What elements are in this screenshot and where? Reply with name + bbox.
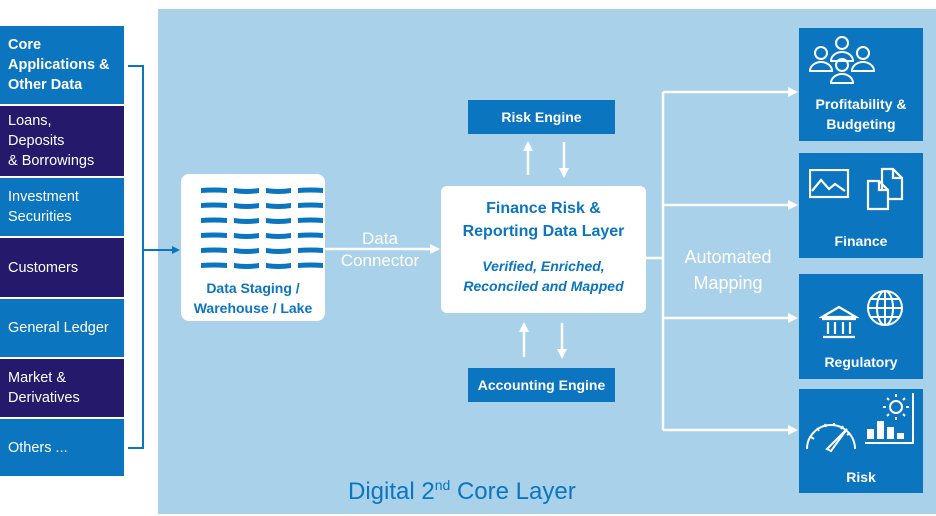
- source-label: Customers: [8, 259, 79, 276]
- core-layer-subtitle: Verified, Enriched, Reconciled and Mappe…: [463, 258, 624, 294]
- source-loans-deposits: Loans, Deposits & Borrowings: [0, 106, 124, 176]
- wave-strip: [201, 187, 227, 193]
- wave-strip: [298, 187, 323, 193]
- output-finance: Finance: [799, 153, 923, 258]
- source-bracket-bottom: [128, 447, 144, 449]
- risk-engine-box: Risk Engine: [468, 100, 615, 134]
- wave-strip: [298, 247, 323, 253]
- output-risk: Risk: [799, 389, 923, 493]
- people-group-icon: [808, 36, 876, 84]
- wave-strip: [201, 232, 227, 238]
- source-general-ledger: General Ledger: [0, 299, 124, 357]
- wave-strip: [298, 202, 323, 208]
- source-customers: Customers: [0, 238, 124, 297]
- wave-strip: [266, 188, 291, 194]
- wave-strip: [234, 263, 259, 269]
- source-bracket-top: [128, 65, 144, 67]
- bank-building-icon: [819, 305, 859, 339]
- risk-engine-label: Risk Engine: [501, 109, 582, 125]
- wave-strip: [201, 262, 227, 268]
- output-label: Finance: [834, 233, 888, 249]
- speedometer-icon: [806, 423, 856, 453]
- automated-mapping-label: Automated Mapping: [684, 247, 772, 293]
- wave-strip: [201, 217, 227, 223]
- wave-strip: [298, 217, 323, 223]
- wave-strip: [266, 203, 291, 209]
- output-profitability-budgeting: Profitability & Budgeting: [799, 28, 923, 141]
- source-others: Others ...: [0, 419, 124, 476]
- digital-core-layer-title: Digital 2nd Core Layer: [348, 470, 576, 507]
- wave-strip: [201, 247, 227, 253]
- wave-strip: [266, 218, 291, 224]
- wave-strip: [234, 218, 259, 224]
- wave-strip: [234, 248, 259, 254]
- source-label: Market & Derivatives: [8, 370, 80, 406]
- globe-icon: [867, 290, 903, 326]
- source-label: Loans, Deposits & Borrowings: [8, 113, 95, 169]
- title-suffix: Core Layer: [450, 478, 576, 505]
- output-regulatory: Regulatory: [799, 274, 923, 379]
- wave-strip: [266, 263, 291, 269]
- source-market-derivatives: Market & Derivatives: [0, 359, 124, 417]
- documents-icon: [866, 167, 904, 211]
- wave-strip: [234, 233, 259, 239]
- source-investment-securities: Investment Securities: [0, 178, 124, 236]
- line-chart-icon: [809, 169, 850, 199]
- source-core-applications: Core Applications & Other Data: [0, 26, 124, 104]
- accounting-engine-label: Accounting Engine: [477, 377, 606, 393]
- title-superscript: nd: [434, 477, 451, 493]
- output-label: Profitability & Budgeting: [815, 96, 907, 132]
- finance-risk-reporting-layer: Finance Risk & Reporting Data Layer Veri…: [441, 186, 646, 313]
- title-prefix: Digital 2: [348, 478, 435, 505]
- wave-strip: [298, 262, 323, 268]
- bar-chart-virus-icon: [865, 393, 914, 444]
- data-lake-waves-icon: [201, 187, 323, 269]
- wave-strip: [266, 248, 291, 254]
- wave-strip: [266, 233, 291, 239]
- source-label: Core Applications & Other Data: [8, 37, 110, 93]
- source-label: General Ledger: [8, 320, 109, 336]
- accounting-engine-box: Accounting Engine: [468, 368, 615, 402]
- wave-strip: [234, 203, 259, 209]
- output-label: Regulatory: [824, 354, 898, 370]
- wave-strip: [234, 188, 259, 194]
- data-staging-label: Data Staging / Warehouse / Lake: [193, 280, 313, 316]
- mapping-distribution-lines: [646, 87, 798, 435]
- source-label: Investment Securities: [8, 189, 79, 225]
- source-bracket-vertical: [142, 65, 144, 449]
- wave-strip: [201, 202, 227, 208]
- data-connector-label: Data Connector: [340, 229, 420, 270]
- source-label: Others ...: [8, 439, 68, 456]
- output-label: Risk: [846, 469, 876, 485]
- wave-strip: [298, 232, 323, 238]
- data-staging-box: Data Staging / Warehouse / Lake: [181, 174, 325, 321]
- core-layer-title: Finance Risk & Reporting Data Layer: [462, 200, 625, 240]
